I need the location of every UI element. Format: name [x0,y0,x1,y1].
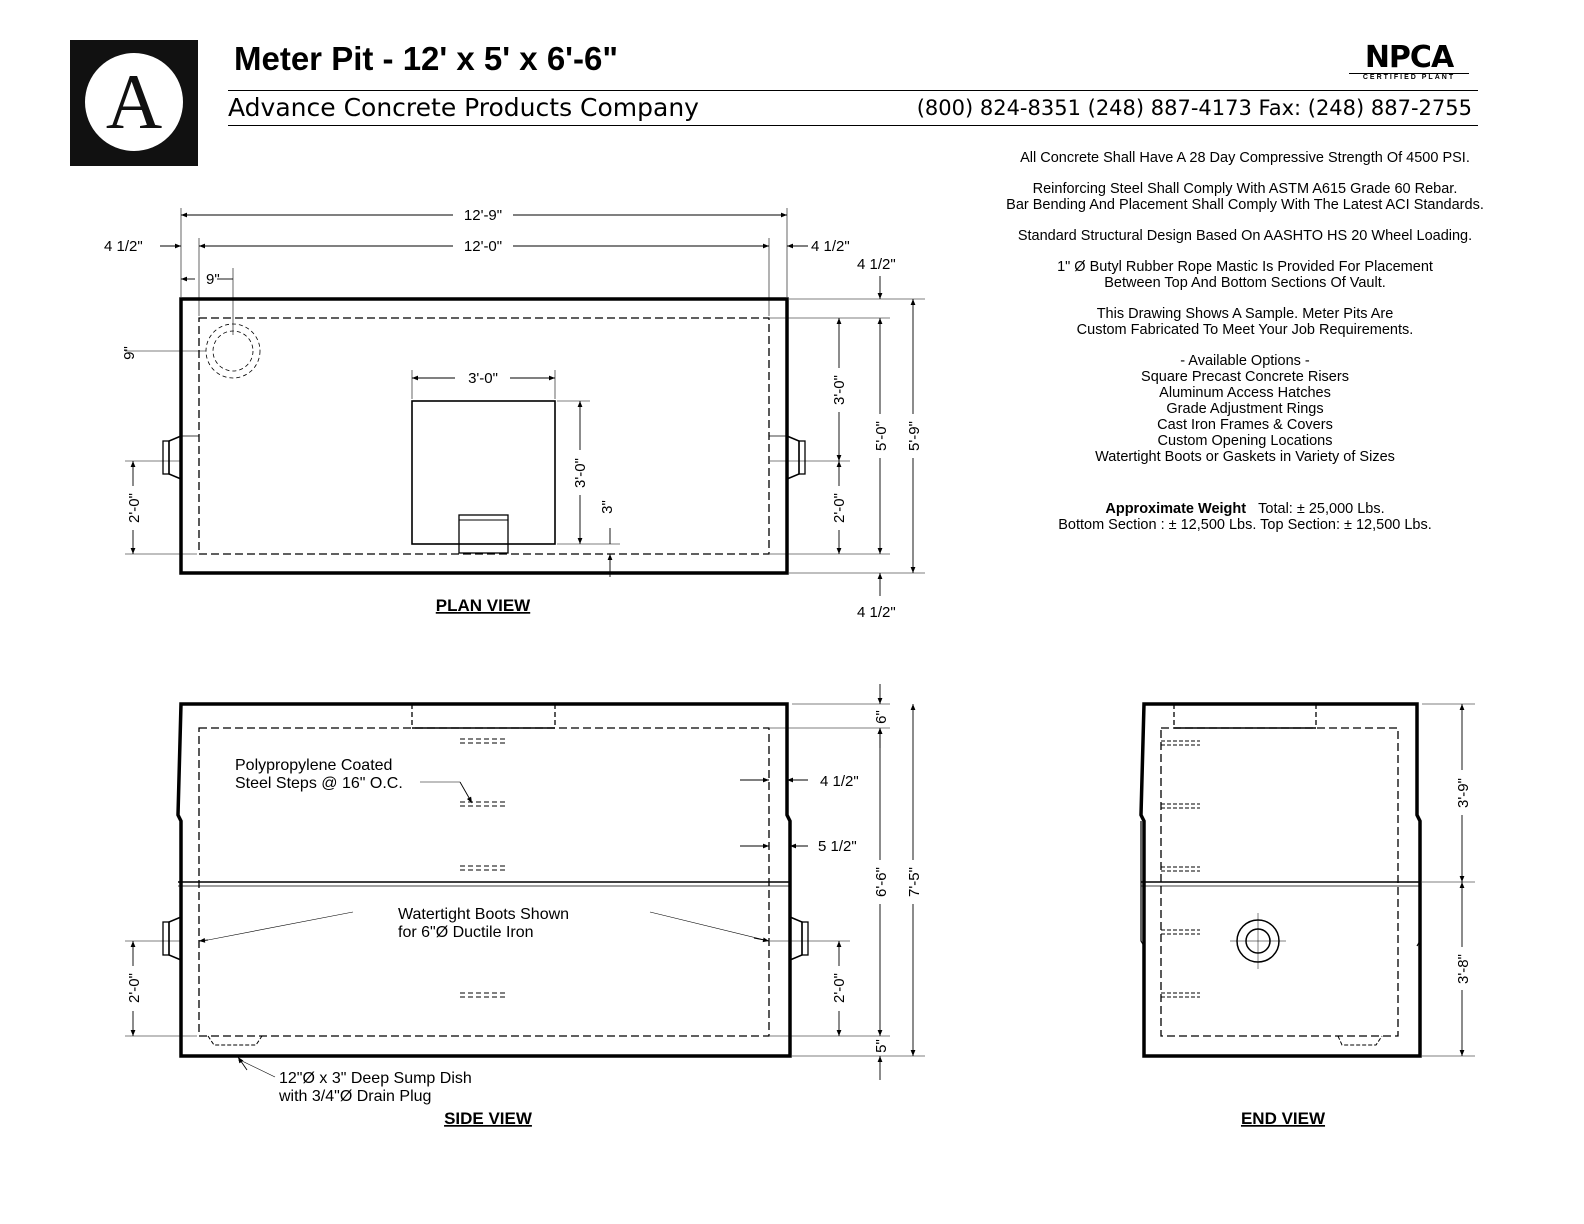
plan-dim-boot-right: 2'-0" [831,493,848,523]
side-boot-left [168,916,182,961]
side-boots-note-1: Watertight Boots Shown [398,906,569,923]
side-dim-boot-left: 2'-0" [126,973,143,1003]
side-view-label: SIDE VIEW [444,1109,533,1128]
plan-dim-wall-right: 4 1/2" [811,238,850,255]
note-mastic-1: 1" Ø Butyl Rubber Rope Mastic Is Provide… [1057,259,1433,275]
option-item: Cast Iron Frames & Covers [1157,417,1333,433]
side-steps [460,738,508,998]
title-rule [228,90,1478,91]
side-sump-note-1: 12"Ø x 3" Deep Sump Dish [279,1070,472,1087]
side-dim-wall-upper: 4 1/2" [820,773,859,790]
plan-dim-hatch-depth: 3'-0" [572,458,589,488]
plan-dim-inside-length: 12'-0" [464,238,502,255]
side-dim-floor: 5" [873,1039,890,1053]
plan-access-hatch [411,400,556,545]
side-sump-note-2: with 3/4"Ø Drain Plug [278,1088,431,1105]
drawing-title: Meter Pit - 12' x 5' x 6'-6" [234,40,619,77]
side-steps-note-1: Polypropylene Coated [235,757,392,774]
header-rule [228,125,1478,126]
side-view-labels: Polypropylene Coated Steel Steps @ 16" O… [126,710,923,1128]
side-boot-right [789,916,803,961]
side-dim-overall-height: 7'-5" [906,867,923,897]
side-dim-top-slab: 6" [873,710,890,724]
plan-dim-hatch-offset: 3" [599,500,616,514]
end-view-label: END VIEW [1241,1109,1326,1128]
side-dim-wall-lower: 5 1/2" [818,838,857,855]
company-name: Advance Concrete Products Company [228,93,699,122]
plan-view-label: PLAN VIEW [436,596,531,615]
plan-dim-corner-x: 9" [206,271,220,288]
approximate-weight: Approximate Weight Total: ± 25,000 Lbs. … [985,501,1505,533]
end-view [1139,702,1475,1058]
plan-dim-boot-left: 2'-0" [126,493,143,523]
npca-logo-subtext: CERTIFIED PLANT [1349,73,1469,81]
plan-dim-wall-bottom: 4 1/2" [857,604,896,621]
note-sample-2: Custom Fabricated To Meet Your Job Requi… [1076,322,1414,338]
plan-view-labels: 12'-9" 12'-0" 4 1/2" 4 1/2" 9" 9" 3'-0" … [104,207,923,621]
plan-dim-hatch-width: 3'-0" [468,370,498,387]
weight-total: Total: ± 25,000 Lbs. [1258,501,1385,517]
plan-dim-corner-y: 9" [121,346,138,360]
side-steps-note-2: Steel Steps @ 16" O.C. [235,775,403,792]
option-item: Custom Opening Locations [1157,433,1333,449]
plan-step [458,514,509,554]
side-dim-boot-right: 2'-0" [831,973,848,1003]
note-mastic-2: Between Top And Bottom Sections Of Vault… [1104,275,1386,291]
end-sump-dish [1337,1035,1383,1046]
end-view-labels: 3'-9" 3'-8" END VIEW [1241,778,1472,1128]
note-rebar-1: Reinforcing Steel Shall Comply With ASTM… [1032,181,1458,197]
plan-dim-overall-width: 5'-9" [906,421,923,451]
company-logo: A [70,40,198,166]
weight-label: Approximate Weight [1105,501,1247,517]
logo-circle: A [85,53,183,151]
end-steps [1161,740,1200,998]
npca-certified-logo: NPCA CERTIFIED PLANT [1349,43,1469,83]
option-item: Grade Adjustment Rings [1166,401,1324,417]
plan-boot-right [786,435,800,480]
npca-logo-text: NPCA [1364,40,1454,75]
plan-view [125,208,925,596]
plan-dim-upper-right: 3'-0" [831,375,848,405]
plan-boot-left [168,435,182,480]
side-sump-dish [207,1035,263,1046]
option-item: Watertight Boots or Gaskets in Variety o… [1095,449,1395,465]
note-design: Standard Structural Design Based On AASH… [1017,228,1473,244]
side-dim-inside-height: 6'-6" [873,867,890,897]
note-rebar-2: Bar Bending And Placement Shall Comply W… [1006,197,1484,213]
plan-outer-wall [179,297,789,575]
phone-numbers: (800) 824-8351 (248) 887-4173 Fax: (248)… [916,96,1472,120]
end-dim-bottom-section: 3'-8" [1455,954,1472,984]
side-boots-note-2: for 6"Ø Ductile Iron [398,924,534,941]
plan-dim-overall-length: 12'-9" [464,207,502,224]
plan-dim-wall-left: 4 1/2" [104,238,143,255]
options-title: - Available Options - [1180,353,1310,369]
side-outer-wall [176,702,792,1058]
general-notes: All Concrete Shall Have A 28 Day Compres… [985,150,1505,533]
plan-dim-inside-width: 5'-0" [873,421,890,451]
side-view [125,684,925,1080]
end-dim-top-section: 3'-9" [1455,778,1472,808]
plan-inner-wall [198,317,770,555]
logo-letter: A [105,58,163,145]
weight-sections: Bottom Section : ± 12,500 Lbs. Top Secti… [1058,517,1432,533]
note-sample-1: This Drawing Shows A Sample. Meter Pits … [1096,306,1394,322]
note-strength: All Concrete Shall Have A 28 Day Compres… [1020,150,1470,166]
end-outer-wall [1139,702,1422,1058]
option-item: Aluminum Access Hatches [1159,385,1331,401]
plan-dim-wall-top: 4 1/2" [857,256,896,273]
option-item: Square Precast Concrete Risers [1141,369,1349,385]
